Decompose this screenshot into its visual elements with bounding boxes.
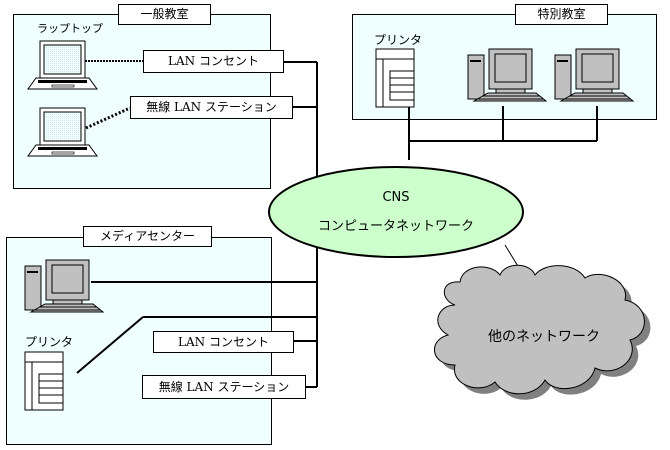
desktop-pc-icon [24, 259, 104, 313]
other-network-label: 他のネットワーク [488, 329, 600, 345]
wireless-station-label: 無線 LAN ステーション [130, 96, 293, 119]
cns-network-ellipse [268, 166, 524, 258]
wireless-station-label: 無線 LAN ステーション [142, 375, 306, 399]
desktop-pc-icon [554, 48, 634, 102]
laptop-label: ラップトップ [37, 22, 103, 35]
cns-label: CNS [382, 190, 410, 205]
room-title-special: 特別教室 [515, 4, 608, 25]
desktop-pc-icon [467, 48, 547, 102]
lan-outlet-label: LAN コンセント [153, 331, 294, 353]
lan-outlet-label: LAN コンセント [143, 50, 284, 73]
printer-icon [375, 48, 415, 108]
laptop-icon [27, 107, 98, 157]
printer-icon [24, 351, 64, 411]
printer-label: プリンタ [25, 335, 74, 349]
room-title-general: 一般教室 [118, 4, 211, 25]
wireless-link [85, 106, 131, 130]
cns-subtitle: コンピュータネットワーク [317, 219, 474, 234]
other-network-cloud [433, 264, 651, 400]
laptop-icon [27, 40, 98, 90]
room-title-media: メディアセンター [83, 226, 212, 247]
printer-label: プリンタ [374, 33, 423, 47]
